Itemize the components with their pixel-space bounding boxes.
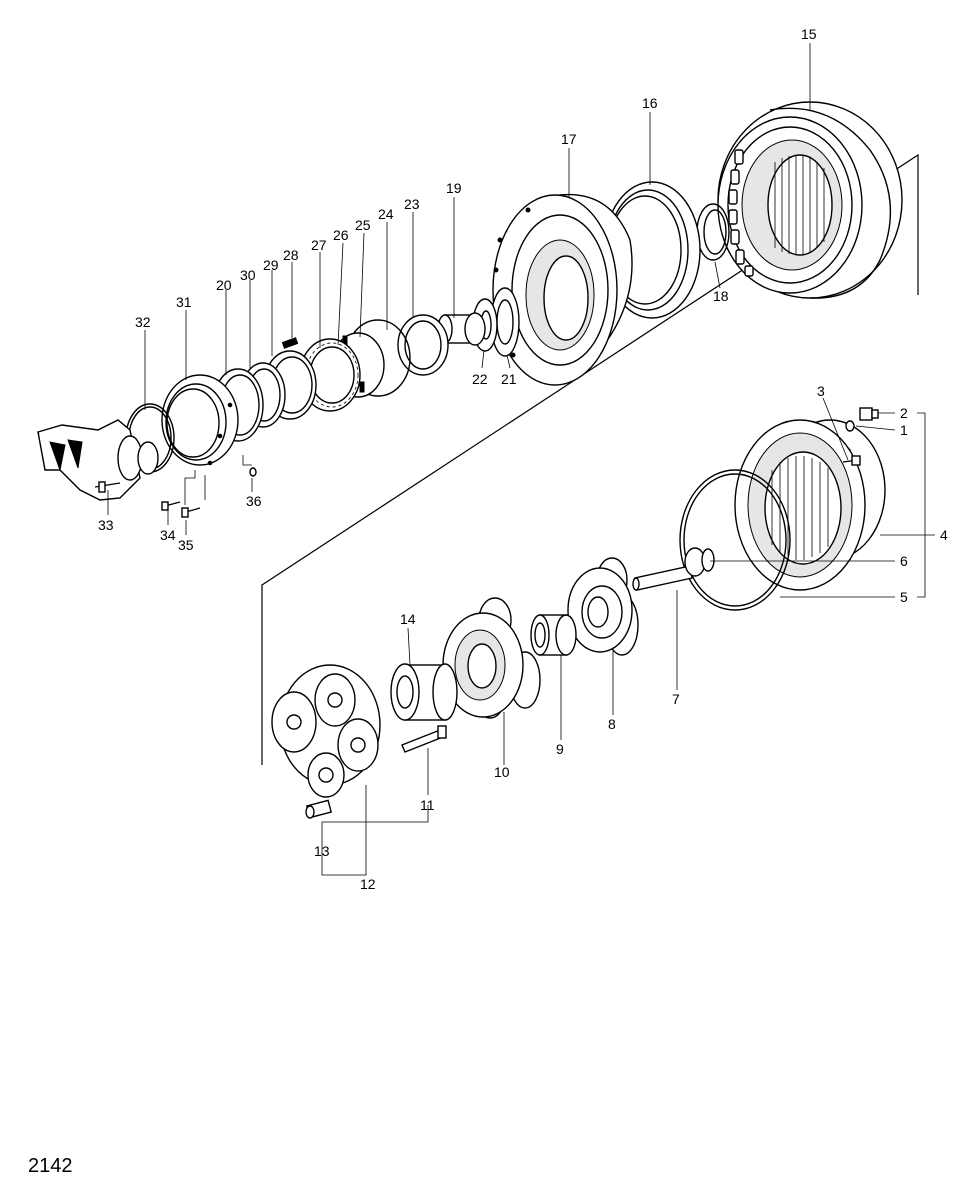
callout-28: 28: [283, 247, 299, 263]
callout-29: 29: [263, 257, 279, 273]
callout-31: 31: [176, 294, 192, 310]
leader-lines: [107, 43, 935, 876]
callout-4: 4: [940, 527, 948, 543]
part-4-ring-gear-housing: [734, 419, 886, 591]
callout-2: 2: [900, 405, 908, 421]
callout-24: 24: [378, 206, 394, 222]
callout-1: 1: [900, 422, 908, 438]
part-11-bolt: [401, 725, 447, 753]
callout-8: 8: [608, 716, 616, 732]
part-13-pin: [305, 799, 333, 819]
callout-6: 6: [900, 553, 908, 569]
part-1-washer: [845, 420, 855, 432]
callout-10: 10: [494, 764, 510, 780]
part-14-gear: [390, 663, 458, 721]
callout-15: 15: [801, 26, 817, 42]
part-5-o-ring: [679, 469, 791, 611]
callout-9: 9: [556, 741, 564, 757]
callout-26: 26: [333, 227, 349, 243]
callout-12: 12: [360, 876, 376, 892]
callout-14: 14: [400, 611, 416, 627]
part-12-planet-carrier-assembly: [271, 664, 381, 798]
part-17-carrier-housing: [492, 193, 633, 386]
callout-16: 16: [642, 95, 658, 111]
callout-32: 32: [135, 314, 151, 330]
part-9-planet-gear: [530, 614, 577, 656]
callout-19: 19: [446, 180, 462, 196]
part-35-bolt: [181, 507, 201, 518]
callout-3: 3: [817, 383, 825, 399]
callout-13: 13: [314, 843, 330, 859]
part-6-sun-gear: [684, 547, 715, 577]
callout-18: 18: [713, 288, 729, 304]
part-19-pinion: [437, 312, 486, 346]
callout-34: 34: [160, 527, 176, 543]
part-10-carrier-gear: [442, 597, 541, 719]
callout-7: 7: [672, 691, 680, 707]
part-28-spring: [281, 337, 299, 349]
callout-30: 30: [240, 267, 256, 283]
callout-5: 5: [900, 589, 908, 605]
callout-22: 22: [472, 371, 488, 387]
callout-17: 17: [561, 131, 577, 147]
callout-33: 33: [98, 517, 114, 533]
part-33-flange-yoke: [37, 419, 159, 501]
part-3-bolt: [842, 455, 861, 466]
callout-23: 23: [404, 196, 420, 212]
part-31-housing-ring: [161, 374, 239, 466]
callout-35: 35: [178, 537, 194, 553]
part-2-plug: [859, 407, 879, 421]
callout-27: 27: [311, 237, 327, 253]
part-36-pin: [249, 467, 257, 477]
part-8-planet-carrier: [567, 557, 639, 656]
callout-11: 11: [420, 797, 435, 813]
part-23-ring: [397, 314, 449, 376]
part-15-outer-housing: [717, 101, 903, 299]
part-7-sun-shaft: [632, 565, 693, 591]
callout-36: 36: [246, 493, 262, 509]
part-34-bolt: [161, 501, 181, 511]
callout-21: 21: [501, 371, 517, 387]
drawing-code: 2142: [28, 1155, 73, 1177]
callout-labels: 1 2 3 4 5 6 7 8 9 10 11 12 13 14 15 16 1…: [98, 26, 948, 892]
callout-20: 20: [216, 277, 232, 293]
callout-25: 25: [355, 217, 371, 233]
panel-frame: [261, 153, 919, 765]
